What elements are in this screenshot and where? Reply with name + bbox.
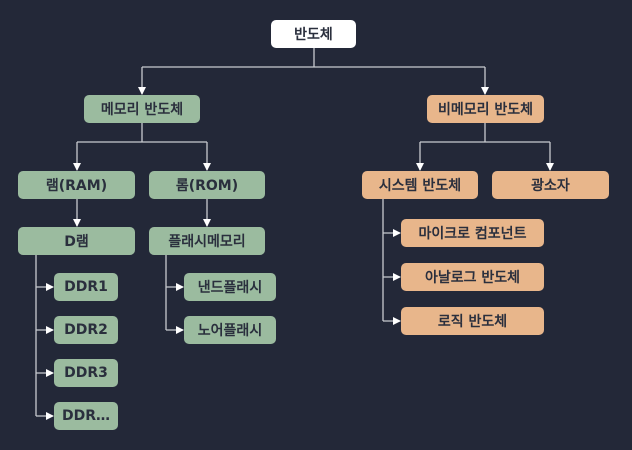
node-non-memory-semiconductor: 비메모리 반도체 bbox=[427, 95, 544, 123]
node-logic-semiconductor: 로직 반도체 bbox=[401, 307, 544, 335]
node-micro-component: 마이크로 컴포넌트 bbox=[401, 219, 544, 247]
node-ddr3: DDR3 bbox=[54, 359, 118, 387]
node-flash-memory: 플래시메모리 bbox=[149, 227, 265, 255]
root-connector bbox=[142, 48, 485, 68]
node-nor-flash: 노어플래시 bbox=[184, 316, 276, 344]
node-ram: 램(RAM) bbox=[18, 171, 135, 199]
node-analog-semiconductor: 아날로그 반도체 bbox=[401, 263, 544, 291]
node-rom: 롬(ROM) bbox=[149, 171, 265, 199]
node-ddr2: DDR2 bbox=[54, 316, 118, 344]
node-nand-flash: 낸드플래시 bbox=[184, 273, 276, 301]
node-dram: D램 bbox=[18, 227, 135, 255]
node-optical-device: 광소자 bbox=[492, 171, 609, 199]
node-memory-semiconductor: 메모리 반도체 bbox=[84, 95, 200, 123]
node-ddr-etc: DDR… bbox=[54, 402, 118, 430]
node-ddr1: DDR1 bbox=[54, 273, 118, 301]
node-semiconductor: 반도체 bbox=[271, 20, 356, 48]
node-system-semiconductor: 시스템 반도체 bbox=[362, 171, 478, 199]
